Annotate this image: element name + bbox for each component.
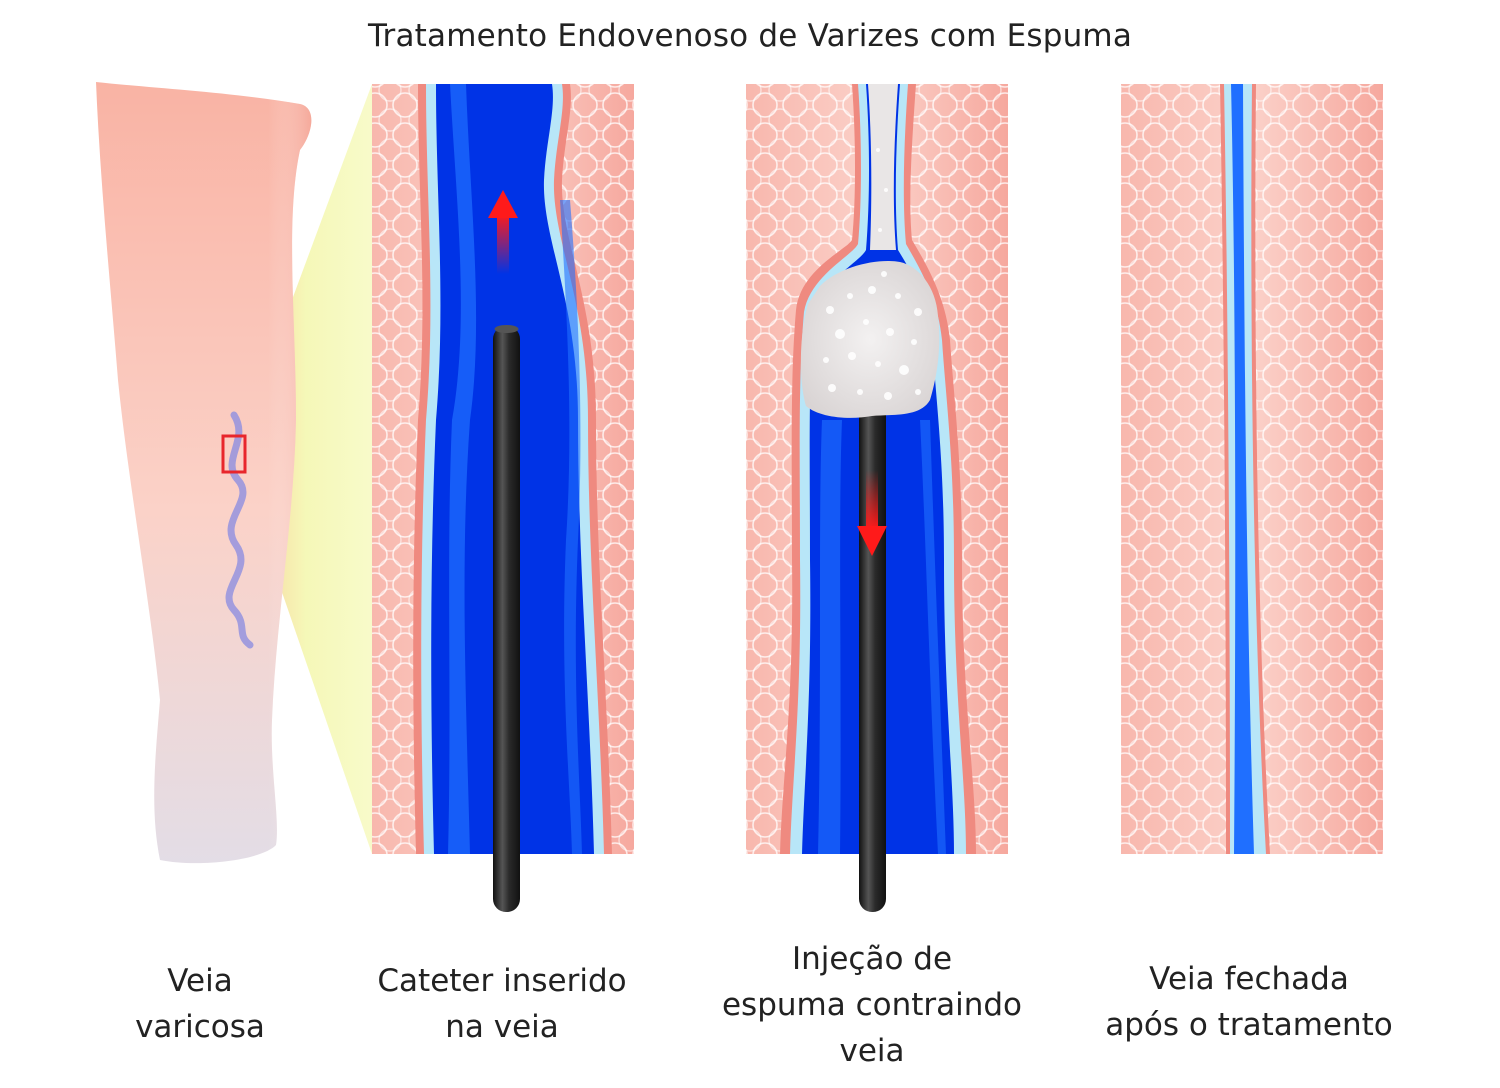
varicose-vein-line <box>225 411 254 649</box>
up-arrow-icon <box>488 190 518 274</box>
caption-varicose-vein: Veia varicosa <box>80 958 320 1050</box>
caption-line: Veia fechada <box>1149 961 1349 997</box>
caption-line: na veia <box>445 1009 559 1045</box>
zoom-cone <box>240 84 372 854</box>
caption-line: Veia <box>167 963 233 999</box>
leg-illustration <box>96 82 312 864</box>
panel-closed-vein <box>1121 84 1383 854</box>
caption-closed-vein: Veia fechada após o tratamento <box>1094 956 1404 1048</box>
caption-line: espuma contraindo <box>721 987 1023 1023</box>
caption-line: Injeção de <box>791 941 953 977</box>
foam-mass <box>800 148 940 418</box>
caption-line: varicosa <box>135 1009 265 1045</box>
highlight-box <box>221 434 247 474</box>
caption-line: após o tratamento <box>1105 1007 1393 1043</box>
caption-line: Cateter inserido <box>377 963 627 999</box>
page-title: Tratamento Endovenoso de Varizes com Esp… <box>367 18 1133 54</box>
catheter <box>493 325 520 912</box>
caption-foam-injection: Injeção de espuma contraindo veia <box>702 936 1042 1074</box>
caption-line: veia <box>839 1033 905 1069</box>
down-arrow-icon <box>857 470 887 556</box>
caption-catheter-inserted: Cateter inserido na veia <box>352 958 652 1050</box>
